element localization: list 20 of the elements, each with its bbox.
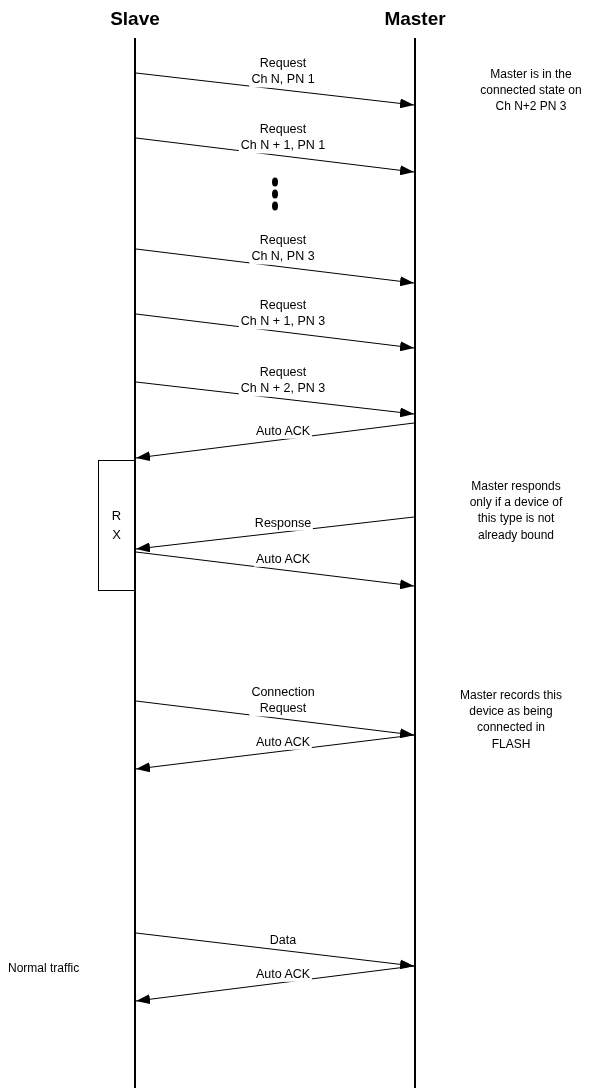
- message-arrow: [135, 313, 415, 352]
- message-arrow: [135, 516, 415, 553]
- rx-box: [98, 460, 135, 591]
- message-arrow: [135, 248, 415, 287]
- message-arrow: [135, 932, 415, 970]
- note-text: Normal traffic: [8, 960, 81, 977]
- lifeline-title: Slave: [110, 8, 160, 30]
- note-text: Master records this device as being connected in FLASH: [459, 687, 563, 752]
- rx-label: RX: [110, 507, 123, 544]
- note-text: Master responds only if a device of this type is not already bound: [468, 478, 564, 543]
- note-text: Master is in the connected state on Ch N+2 PN 3: [479, 66, 583, 115]
- message-arrow: [135, 381, 415, 418]
- lifeline-title: Master: [384, 8, 446, 30]
- message-arrow: [135, 551, 415, 590]
- message-arrow: [135, 734, 415, 773]
- message-arrow: [135, 72, 415, 109]
- message-arrow: [135, 700, 415, 739]
- message-arrow: [135, 137, 415, 176]
- message-arrow: [135, 965, 415, 1005]
- message-arrow: [135, 422, 415, 462]
